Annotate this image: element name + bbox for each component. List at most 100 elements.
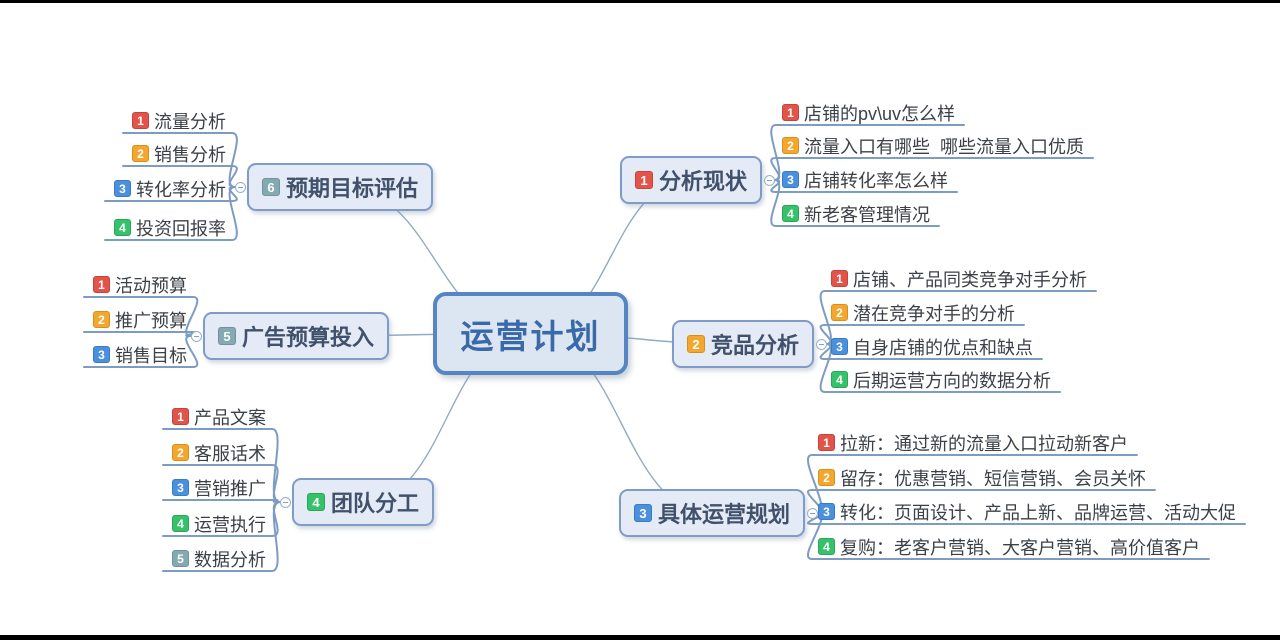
priority-badge: 4 — [172, 515, 189, 532]
priority-badge: 2 — [782, 137, 799, 154]
subtopic-text: 新老客管理情况 — [804, 204, 930, 225]
subtopic[interactable]: 4 投资回报率 — [108, 214, 232, 241]
branch-node-analyze-status[interactable]: 1 分析现状 — [620, 156, 763, 204]
subtopic-text: 潜在竞争对手的分析 — [853, 303, 1015, 324]
collapse-handle[interactable] — [806, 507, 818, 519]
subtopic[interactable]: 3 自身店铺的优点和缺点 — [825, 333, 1039, 360]
priority-badge: 3 — [114, 180, 131, 197]
priority-badge: 2 — [818, 469, 835, 486]
subtopic[interactable]: 1 活动预算 — [87, 271, 193, 298]
subtopic-text: 推广预算 — [115, 310, 187, 331]
priority-badge: 2 — [831, 304, 848, 321]
letterbox-bar-bottom — [0, 635, 1280, 640]
priority-badge: 4 — [307, 493, 325, 511]
priority-badge: 1 — [132, 112, 149, 129]
subtopic-text: 转化：页面设计、产品上新、品牌运营、活动大促 — [840, 502, 1236, 523]
subtopic[interactable]: 4 新老客管理情况 — [776, 200, 936, 227]
priority-badge: 4 — [782, 205, 799, 222]
branch-label: 预期目标评估 — [286, 176, 419, 201]
subtopic-text: 流量分析 — [154, 111, 226, 132]
branch-node-operation-plan-detail[interactable]: 3 具体运营规划 — [619, 489, 806, 537]
subtopic-text: 店铺转化率怎么样 — [804, 170, 948, 191]
subtopic-text: 投资回报率 — [136, 218, 226, 239]
collapse-handle[interactable] — [190, 330, 202, 342]
branch-node-competitor-analysis[interactable]: 2 竞品分析 — [672, 320, 815, 368]
priority-badge: 3 — [818, 503, 835, 520]
branch-node-expected-goal-evaluation[interactable]: 6 预期目标评估 — [247, 163, 434, 211]
priority-badge: 2 — [132, 145, 149, 162]
subtopic[interactable]: 2 潜在竞争对手的分析 — [825, 299, 1021, 326]
subtopic[interactable]: 2 留存：优惠营销、短信营销、会员关怀 — [812, 464, 1152, 491]
subtopic-text: 复购：老客户营销、大客户营销、高价值客户 — [840, 537, 1200, 558]
central-topic[interactable]: 运营计划 — [433, 292, 628, 375]
priority-badge: 3 — [93, 346, 110, 363]
subtopic[interactable]: 4 复购：老客户营销、大客户营销、高价值客户 — [812, 533, 1206, 560]
collapse-handle[interactable] — [815, 338, 827, 350]
subtopic-text: 店铺、产品同类竞争对手分析 — [853, 269, 1087, 290]
subtopic[interactable]: 2 推广预算 — [87, 306, 193, 333]
subtopic-text: 销售分析 — [154, 144, 226, 165]
priority-badge: 1 — [818, 434, 835, 451]
subtopic-text: 拉新：通过新的流量入口拉动新客户 — [840, 433, 1128, 454]
subtopic[interactable]: 3 销售目标 — [87, 341, 193, 368]
priority-badge: 3 — [172, 479, 189, 496]
subtopic-text: 营销推广 — [194, 478, 266, 499]
branch-label: 分析现状 — [659, 169, 748, 194]
priority-badge: 4 — [114, 219, 131, 236]
collapse-handle[interactable] — [279, 496, 291, 508]
subtopic-text: 数据分析 — [194, 549, 266, 570]
subtopic-text: 留存：优惠营销、短信营销、会员关怀 — [840, 468, 1146, 489]
subtopic-text: 自身店铺的优点和缺点 — [853, 337, 1033, 358]
subtopic[interactable]: 1 产品文案 — [166, 403, 272, 430]
subtopic-text: 后期运营方向的数据分析 — [853, 370, 1051, 391]
collapse-handle[interactable] — [234, 181, 246, 193]
priority-badge: 3 — [831, 338, 848, 355]
subtopic-text: 流量入口有哪些 哪些流量入口优质 — [804, 136, 1085, 157]
collapse-handle[interactable] — [763, 174, 775, 186]
subtopic[interactable]: 2 流量入口有哪些 哪些流量入口优质 — [776, 132, 1090, 159]
subtopic[interactable]: 3 店铺转化率怎么样 — [776, 166, 954, 193]
subtopic-text: 客服话术 — [194, 443, 266, 464]
subtopic[interactable]: 5 数据分析 — [166, 545, 272, 572]
subtopic[interactable]: 3 营销推广 — [166, 474, 272, 501]
subtopic[interactable]: 2 销售分析 — [126, 140, 232, 167]
branch-label: 具体运营规划 — [658, 502, 791, 527]
subtopic[interactable]: 3 转化：页面设计、产品上新、品牌运营、活动大促 — [812, 498, 1242, 525]
priority-badge: 1 — [831, 270, 848, 287]
branch-label: 广告预算投入 — [242, 325, 375, 350]
subtopic[interactable]: 3 转化率分析 — [108, 175, 232, 202]
priority-badge: 3 — [634, 504, 652, 522]
branch-node-team-division[interactable]: 4 团队分工 — [292, 478, 435, 526]
priority-badge: 5 — [218, 327, 236, 345]
subtopic[interactable]: 1 店铺、产品同类竞争对手分析 — [825, 265, 1093, 292]
priority-badge: 6 — [262, 178, 280, 196]
subtopic-text: 转化率分析 — [136, 179, 226, 200]
subtopic-text: 店铺的pv\uv怎么样 — [804, 103, 956, 124]
subtopic[interactable]: 1 店铺的pv\uv怎么样 — [776, 99, 961, 126]
subtopic-text: 活动预算 — [115, 275, 187, 296]
branch-label: 团队分工 — [331, 491, 420, 516]
subtopic[interactable]: 4 后期运营方向的数据分析 — [825, 366, 1057, 393]
subtopic-text: 销售目标 — [115, 345, 187, 366]
priority-badge: 1 — [635, 171, 653, 189]
branch-node-ad-budget[interactable]: 5 广告预算投入 — [203, 312, 390, 360]
priority-badge: 1 — [782, 104, 799, 121]
priority-badge: 3 — [782, 171, 799, 188]
subtopic[interactable]: 2 客服话术 — [166, 439, 272, 466]
priority-badge: 2 — [687, 335, 705, 353]
subtopic[interactable]: 1 流量分析 — [126, 107, 232, 134]
subtopic[interactable]: 4 运营执行 — [166, 510, 272, 537]
priority-badge: 1 — [172, 408, 189, 425]
letterbox-bar-top — [0, 0, 1280, 3]
subtopic[interactable]: 1 拉新：通过新的流量入口拉动新客户 — [812, 429, 1134, 456]
priority-badge: 2 — [172, 444, 189, 461]
branch-label: 竞品分析 — [711, 333, 800, 358]
priority-badge: 2 — [93, 311, 110, 328]
priority-badge: 4 — [831, 371, 848, 388]
